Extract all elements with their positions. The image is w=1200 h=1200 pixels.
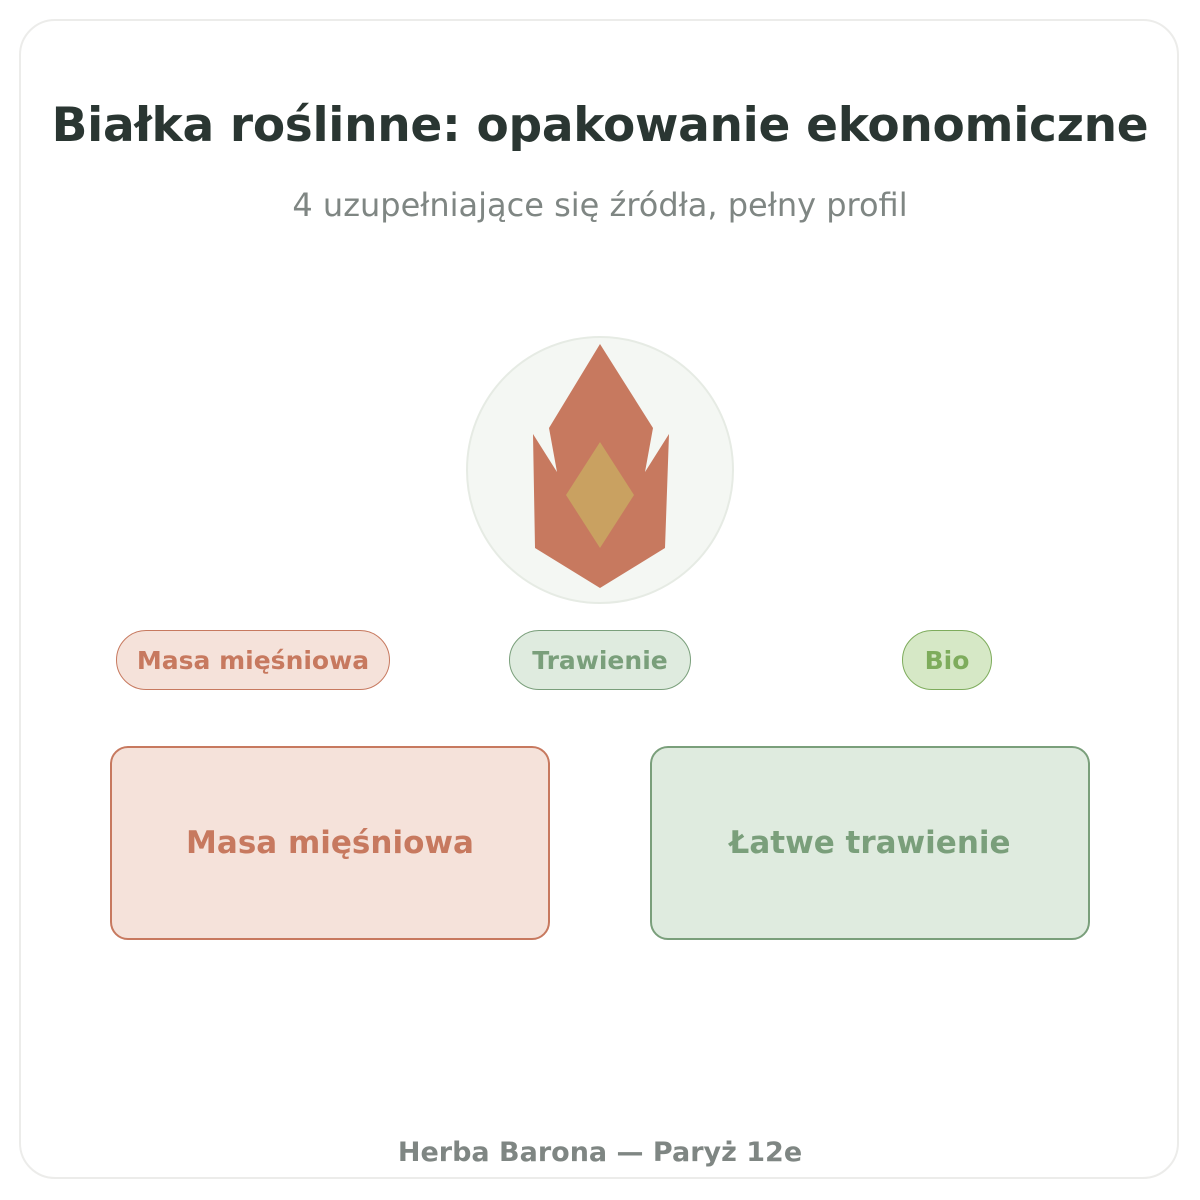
tag-label: Trawienie [532, 645, 668, 675]
tag-digestion: Trawienie [509, 630, 691, 690]
tag-muscle-mass: Masa mięśniowa [116, 630, 390, 690]
benefit-label: Łatwe trawienie [729, 825, 1011, 861]
page-title: Białka roślinne: opakowanie ekonomiczne [51, 98, 1149, 153]
tag-label: Masa mięśniowa [136, 645, 370, 675]
flame-core [566, 442, 634, 548]
tag-bio: Bio [902, 630, 992, 690]
flame-leaf-icon [466, 336, 734, 604]
tag-label: Bio [924, 645, 970, 675]
emblem [466, 336, 736, 606]
benefit-muscle-mass: Masa mięśniowa [110, 746, 550, 940]
page-subtitle: 4 uzupełniające się źródła, pełny profil [292, 186, 908, 224]
benefit-label: Masa mięśniowa [186, 825, 474, 861]
benefit-easy-digestion: Łatwe trawienie [650, 746, 1090, 940]
footer-shop-info: Herba Barona — Paryż 12e [397, 1137, 803, 1168]
